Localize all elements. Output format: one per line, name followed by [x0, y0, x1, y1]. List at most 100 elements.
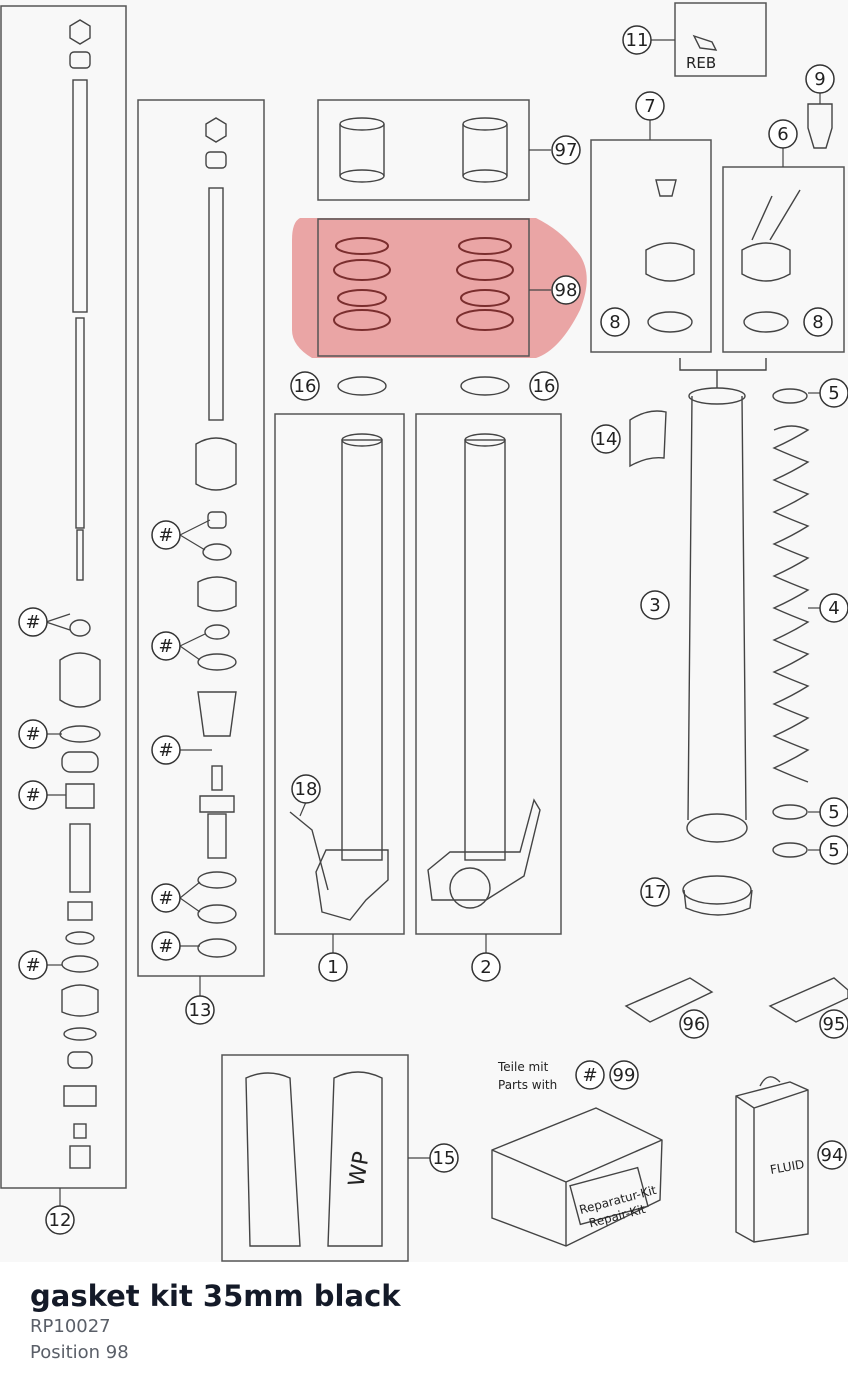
- group-frame-13: [137, 99, 265, 977]
- callout-c8a[interactable]: 8: [600, 307, 630, 337]
- callout-c96[interactable]: 96: [679, 1009, 709, 1039]
- group-frame-1: [274, 413, 405, 935]
- callout-number: 16: [294, 376, 317, 397]
- callout-c5c[interactable]: 5: [819, 835, 848, 865]
- callout-circle: [591, 424, 621, 454]
- callout-c14[interactable]: 14: [591, 424, 621, 454]
- callout-number: 15: [433, 1148, 456, 1169]
- callout-h2[interactable]: #: [18, 607, 48, 637]
- callout-c8b[interactable]: 8: [803, 307, 833, 337]
- group-frame-98: [317, 218, 530, 357]
- callout-c11[interactable]: 11: [622, 25, 652, 55]
- callout-number: 4: [828, 598, 839, 619]
- callout-number: 5: [828, 802, 839, 823]
- highlighted-part-98[interactable]: [292, 218, 587, 358]
- callout-h4[interactable]: #: [18, 719, 48, 749]
- callout-circle: [185, 995, 215, 1025]
- group-frame-2: [415, 413, 562, 935]
- callout-circle: [819, 797, 848, 827]
- callout-circle: [622, 25, 652, 55]
- callout-c95[interactable]: 95: [819, 1009, 848, 1039]
- callout-h5[interactable]: #: [151, 735, 181, 765]
- callout-c9[interactable]: 9: [805, 64, 835, 94]
- callout-c4[interactable]: 4: [819, 593, 848, 623]
- callout-circle: [819, 835, 848, 865]
- callout-number: 17: [644, 882, 667, 903]
- callout-h10[interactable]: #: [575, 1060, 605, 1090]
- callout-circle: [18, 780, 48, 810]
- group-frame-12: [0, 5, 127, 1189]
- callout-c16a[interactable]: 16: [290, 371, 320, 401]
- callout-c94[interactable]: 94: [817, 1140, 847, 1170]
- callout-number: 16: [533, 376, 556, 397]
- callout-c15[interactable]: 15: [429, 1143, 459, 1173]
- callout-circle: [819, 1009, 848, 1039]
- callout-circle: [640, 877, 670, 907]
- callout-circle: [600, 307, 630, 337]
- callout-c18[interactable]: 18: [291, 774, 321, 804]
- callout-circle: [768, 119, 798, 149]
- callout-c17[interactable]: 17: [640, 877, 670, 907]
- callout-h3[interactable]: #: [151, 631, 181, 661]
- callout-number: 5: [828, 383, 839, 404]
- callout-h7[interactable]: #: [18, 950, 48, 980]
- callout-c99[interactable]: 99: [609, 1060, 639, 1090]
- callout-number: #: [25, 724, 40, 745]
- callout-circle: [551, 135, 581, 165]
- callout-h1[interactable]: #: [151, 520, 181, 550]
- callout-circle: [640, 590, 670, 620]
- callout-circle: [609, 1060, 639, 1090]
- callout-c98[interactable]: 98: [551, 275, 581, 305]
- group-frame-97: [317, 99, 530, 201]
- callout-c5b[interactable]: 5: [819, 797, 848, 827]
- callout-number: 99: [613, 1065, 636, 1086]
- part-title: gasket kit 35mm black: [30, 1279, 401, 1313]
- part-number: RP10027: [30, 1316, 111, 1337]
- callout-c16b[interactable]: 16: [529, 371, 559, 401]
- callout-circle: [45, 1205, 75, 1235]
- callout-c2[interactable]: 2: [471, 952, 501, 982]
- callout-c12[interactable]: 12: [45, 1205, 75, 1235]
- callout-c97[interactable]: 97: [551, 135, 581, 165]
- callout-circle: [679, 1009, 709, 1039]
- callout-h8[interactable]: #: [151, 883, 181, 913]
- callout-c3[interactable]: 3: [640, 590, 670, 620]
- callout-number: 9: [814, 69, 825, 90]
- callout-number: 8: [812, 312, 823, 333]
- callout-c6[interactable]: 6: [768, 119, 798, 149]
- callout-circle: [18, 950, 48, 980]
- callout-circle: [18, 719, 48, 749]
- callout-circle: [429, 1143, 459, 1173]
- callout-h9[interactable]: #: [151, 931, 181, 961]
- callout-circle: [318, 952, 348, 982]
- callout-number: #: [25, 785, 40, 806]
- callout-number: #: [158, 888, 173, 909]
- callout-number: 3: [649, 595, 660, 616]
- callout-circle: [151, 883, 181, 913]
- callout-number: 95: [823, 1014, 846, 1035]
- callout-number: 14: [595, 429, 618, 450]
- callout-number: #: [25, 612, 40, 633]
- callout-number: 96: [683, 1014, 706, 1035]
- callout-number: #: [582, 1065, 597, 1086]
- parts-with-label-en: Parts with: [498, 1078, 557, 1092]
- callout-number: #: [158, 936, 173, 957]
- callout-c13[interactable]: 13: [185, 995, 215, 1025]
- highlight-shape: [292, 218, 587, 358]
- callout-c7[interactable]: 7: [635, 91, 665, 121]
- callout-c1[interactable]: 1: [318, 952, 348, 982]
- callout-circle: [290, 371, 320, 401]
- callout-number: 2: [480, 957, 491, 978]
- callout-number: #: [158, 740, 173, 761]
- callout-number: 6: [777, 124, 788, 145]
- callout-number: 11: [626, 30, 649, 51]
- callout-c5a[interactable]: 5: [819, 378, 848, 408]
- callout-number: 13: [189, 1000, 212, 1021]
- callout-circle: [575, 1060, 605, 1090]
- group-frame-7: [590, 139, 712, 353]
- callout-number: 5: [828, 840, 839, 861]
- callout-h6[interactable]: #: [18, 780, 48, 810]
- callout-number: 98: [555, 280, 578, 301]
